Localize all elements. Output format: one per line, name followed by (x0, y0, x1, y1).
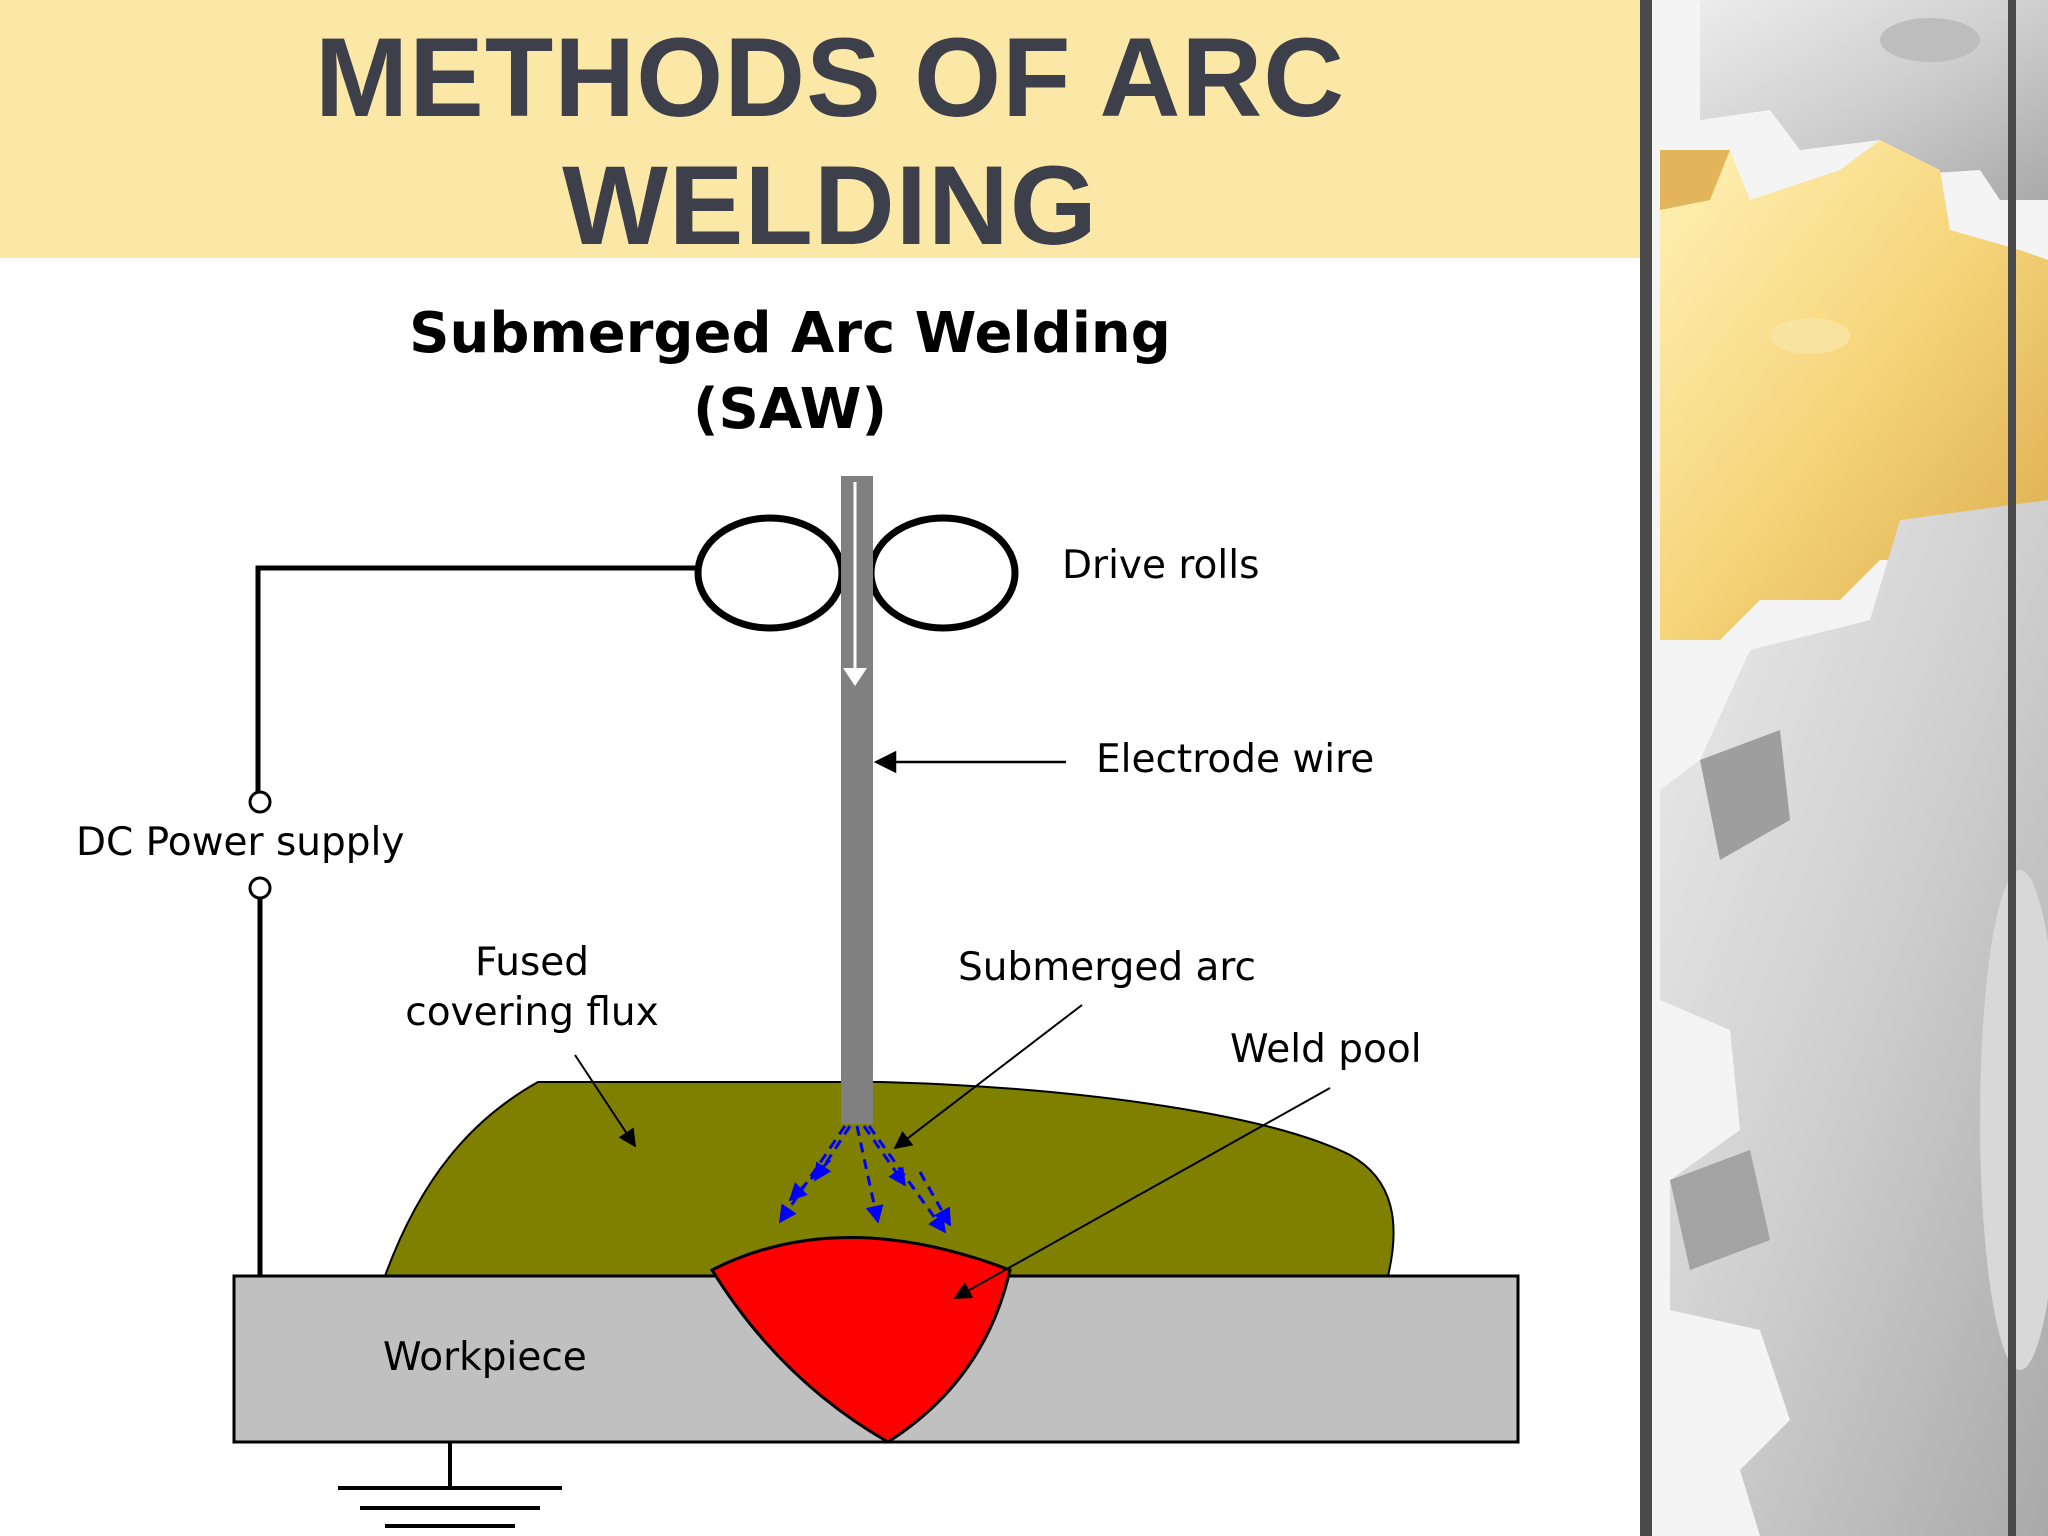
weld-pool-leader (953, 1087, 1331, 1299)
label-submerged-arc: Submerged arc (958, 945, 1256, 990)
slide-title-line-1: METHODS OF ARC (314, 15, 1346, 140)
slide-title-line-2: WELDING (562, 143, 1098, 268)
gear-top-icon (1700, 0, 2048, 200)
gear-large-icon (1660, 500, 2048, 1536)
wire-feed-arrowhead (843, 668, 867, 686)
label-fused-line-1: Fused (475, 940, 589, 985)
weld-pool (709, 1236, 1012, 1444)
saw-diagram: Submerged Arc Welding (SAW) (76, 301, 1520, 1528)
electrode-wire (841, 476, 873, 1124)
label-dc-power-supply: DC Power supply (76, 820, 404, 865)
arc-leader (893, 1004, 1083, 1150)
label-workpiece: Workpiece (383, 1335, 587, 1380)
flux-leader (574, 1054, 636, 1148)
drive-roll-right (867, 514, 1019, 632)
label-drive-rolls: Drive rolls (1062, 543, 1259, 588)
circuit-wire-top (255, 565, 700, 798)
drive-roll-left (694, 514, 846, 632)
label-electrode-wire: Electrode wire (1096, 737, 1374, 782)
diagram-heading-line-1: Submerged Arc Welding (409, 301, 1171, 366)
label-fused-line-2: covering flux (405, 990, 658, 1035)
terminal-bottom (248, 876, 272, 900)
submerged-arc (778, 1125, 952, 1234)
frame-rule-right (2008, 0, 2016, 1536)
label-weld-pool: Weld pool (1230, 1027, 1422, 1072)
terminal-top (248, 790, 272, 814)
title-band (0, 0, 1640, 258)
ground-icon (338, 1442, 562, 1528)
decorative-gears-panel (1640, 0, 2048, 1536)
diagram-heading-line-2: (SAW) (693, 377, 887, 442)
frame-rule-left (1640, 0, 1652, 1536)
